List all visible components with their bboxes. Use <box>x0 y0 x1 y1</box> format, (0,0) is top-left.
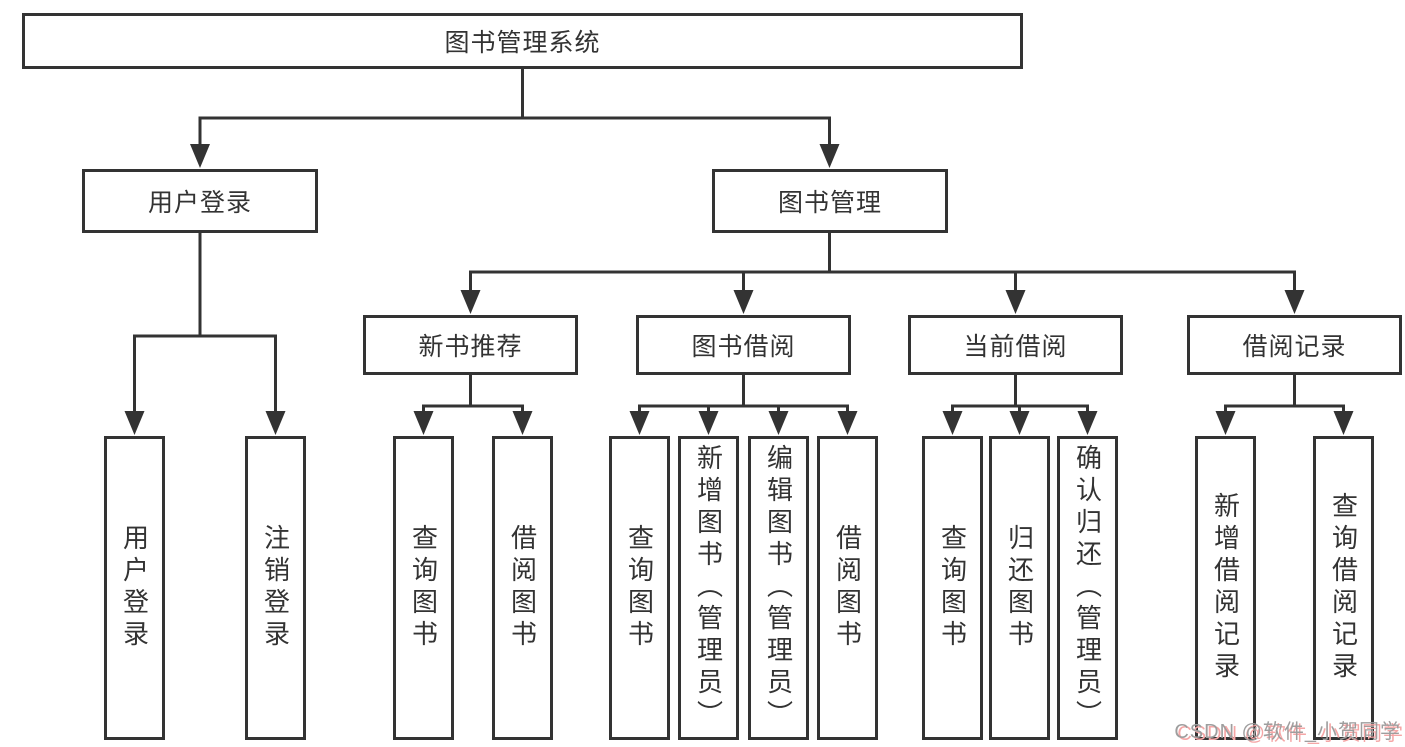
arrowhead <box>819 144 840 168</box>
leaf-add-book-admin: 新增图书（管理员） <box>678 436 739 740</box>
leaf-label: 注销登录 <box>260 524 291 652</box>
node-current-borrow: 当前借阅 <box>908 315 1123 375</box>
arrowhead <box>1215 411 1236 435</box>
node-root: 图书管理系统 <box>22 13 1023 69</box>
node-label: 借阅记录 <box>1242 333 1347 361</box>
leaf-label: 新增图书（管理员） <box>693 444 724 732</box>
leaf-confirm-return-admin: 确认归还（管理员） <box>1057 436 1118 740</box>
leaf-add-borrow-record: 新增借阅记录 <box>1195 436 1256 740</box>
node-label: 图书管理 <box>777 189 882 217</box>
arrowhead <box>413 411 434 435</box>
arrowhead <box>1009 411 1030 435</box>
arrowhead <box>1284 290 1305 314</box>
node-book-borrow: 图书借阅 <box>636 315 851 375</box>
arrowhead <box>190 144 210 168</box>
node-label: 当前借阅 <box>963 333 1068 361</box>
leaf-borrow-books-recommend: 借阅图书 <box>492 436 553 740</box>
leaf-label: 借阅图书 <box>832 524 863 652</box>
arrowhead <box>265 411 286 435</box>
arrowhead <box>698 411 719 435</box>
arrowhead <box>768 411 789 435</box>
leaf-label: 查询图书 <box>937 524 968 652</box>
arrowhead <box>1005 290 1026 314</box>
leaf-label: 查询借阅记录 <box>1328 492 1359 684</box>
arrowhead <box>1077 411 1098 435</box>
leaf-label: 新增借阅记录 <box>1210 492 1241 684</box>
node-label: 图书借阅 <box>691 333 796 361</box>
leaf-label: 用户登录 <box>119 524 150 652</box>
leaf-return-book: 归还图书 <box>989 436 1050 740</box>
node-borrow-records: 借阅记录 <box>1187 315 1402 375</box>
leaf-label: 归还图书 <box>1004 524 1035 652</box>
watermark: CSDN @软件_小贺同学 <box>1174 721 1401 743</box>
leaf-label: 编辑图书（管理员） <box>763 444 794 732</box>
arrowhead <box>124 411 145 435</box>
arrowhead <box>733 290 754 314</box>
leaf-label: 查询图书 <box>408 524 439 652</box>
arrowhead <box>512 411 533 435</box>
arrowhead <box>942 411 963 435</box>
node-user-login: 用户登录 <box>82 169 318 233</box>
leaf-query-books-current: 查询图书 <box>922 436 983 740</box>
leaf-user-login: 用户登录 <box>104 436 165 740</box>
node-label: 新书推荐 <box>418 333 523 361</box>
leaf-query-books-recommend: 查询图书 <box>393 436 454 740</box>
node-new-book-recommend: 新书推荐 <box>363 315 578 375</box>
arrowheads <box>124 144 1354 435</box>
leaf-edit-book-admin: 编辑图书（管理员） <box>748 436 809 740</box>
node-book-management: 图书管理 <box>712 169 948 233</box>
node-label: 图书管理系统 <box>444 29 601 57</box>
leaf-label: 查询图书 <box>624 524 655 652</box>
node-label: 用户登录 <box>147 189 252 217</box>
arrowhead <box>629 411 650 435</box>
arrowhead <box>460 290 481 314</box>
arrowhead <box>837 411 858 435</box>
arrowhead <box>1333 411 1354 435</box>
leaf-query-books-borrow: 查询图书 <box>609 436 670 740</box>
leaf-logout: 注销登录 <box>245 436 306 740</box>
leaf-borrow-books: 借阅图书 <box>817 436 878 740</box>
leaf-query-borrow-record: 查询借阅记录 <box>1313 436 1374 740</box>
leaf-label: 确认归还（管理员） <box>1072 444 1103 732</box>
leaf-label: 借阅图书 <box>507 524 538 652</box>
